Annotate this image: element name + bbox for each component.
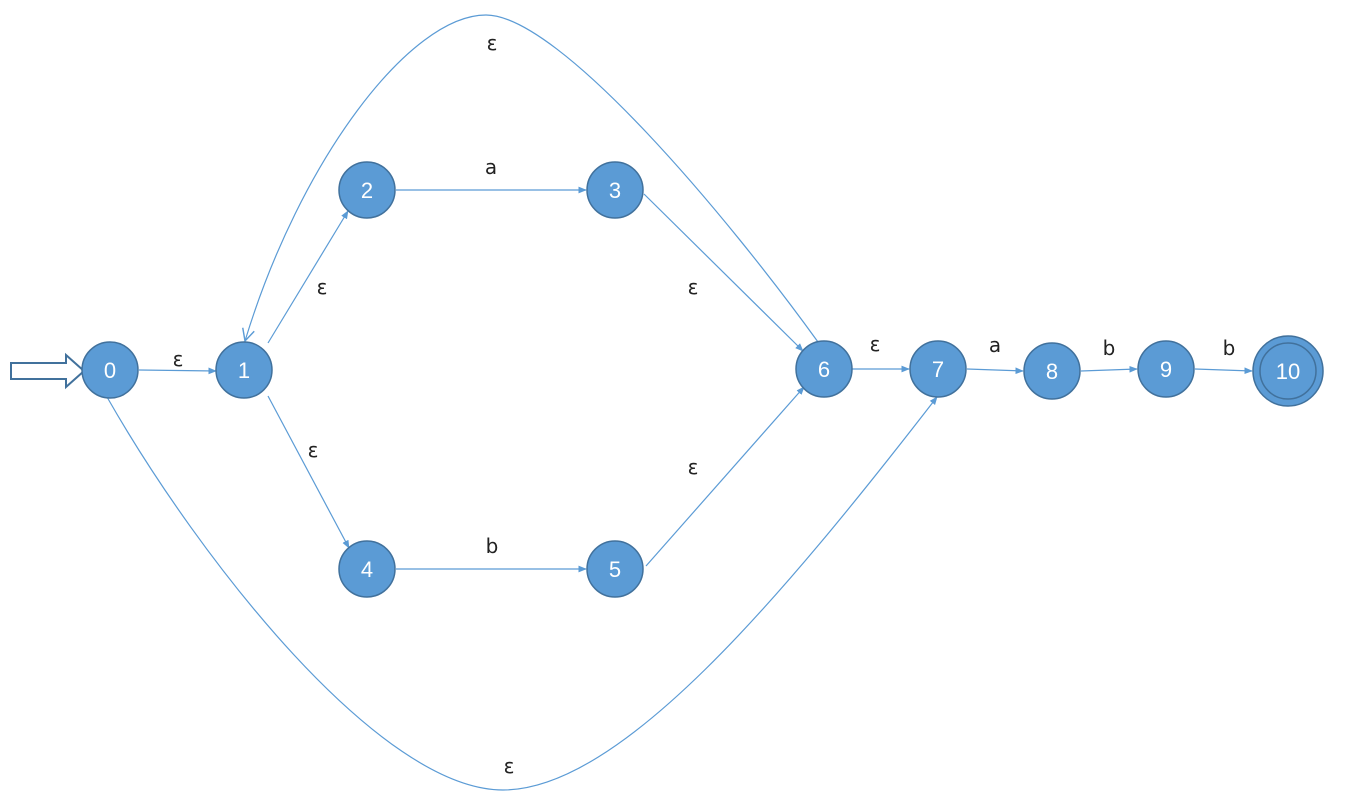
edge-label-7-8: a	[989, 333, 1001, 357]
edge-label-0-7: ε	[504, 754, 515, 778]
edge-1-4	[267, 395, 350, 549]
state-7: 7	[909, 340, 967, 398]
edge-9-10	[1194, 367, 1253, 375]
state-label: 6	[818, 357, 830, 382]
state-label: 8	[1046, 359, 1058, 384]
edge-label-9-10: b	[1223, 336, 1236, 360]
state-label: 0	[104, 358, 116, 383]
state-label: 7	[932, 357, 944, 382]
state-5: 5	[586, 540, 644, 598]
state-2: 2	[338, 161, 396, 219]
edge-0-7	[106, 396, 938, 791]
edge-7-8	[966, 367, 1024, 375]
state-3: 3	[586, 161, 644, 219]
edge-label-3-6: ε	[688, 275, 699, 299]
state-1: 1	[215, 341, 273, 399]
state-8: 8	[1023, 342, 1081, 400]
edge-label-5-6: ε	[688, 455, 699, 479]
state-label: 2	[361, 178, 373, 203]
start-arrow-icon	[10, 352, 86, 390]
edge-0-1	[138, 367, 217, 375]
edge-label-8-9: b	[1103, 336, 1116, 360]
state-label: 10	[1276, 359, 1300, 384]
edge-label-6-7: ε	[870, 332, 881, 356]
edge-label-1-2: ε	[317, 275, 328, 299]
state-label: 5	[609, 557, 621, 582]
edge-label-1-4: ε	[308, 438, 319, 462]
edge-label-6-1: ε	[487, 31, 498, 55]
edge-6-1	[245, 14, 819, 342]
edge-label-4-5: b	[486, 534, 499, 558]
edge-1-2	[267, 210, 349, 344]
state-6: 6	[795, 340, 853, 398]
state-label: 3	[609, 178, 621, 203]
state-label: 9	[1160, 357, 1172, 382]
edge-label-2-3: a	[485, 155, 497, 179]
edge-5-6	[645, 386, 805, 567]
state-9: 9	[1137, 340, 1195, 398]
state-10-accept: 10	[1252, 335, 1324, 407]
state-0: 0	[81, 341, 139, 399]
state-4: 4	[338, 540, 396, 598]
state-label: 4	[361, 557, 373, 582]
edge-label-0-1: ε	[173, 347, 184, 371]
state-label: 1	[238, 358, 250, 383]
states: 0 1 2 3 4 5 6 7	[81, 161, 1324, 598]
transitions: ε ε ε a b ε ε ε ε ε a b	[106, 14, 1253, 791]
edge-3-6	[643, 193, 804, 352]
edge-8-9	[1080, 365, 1138, 373]
